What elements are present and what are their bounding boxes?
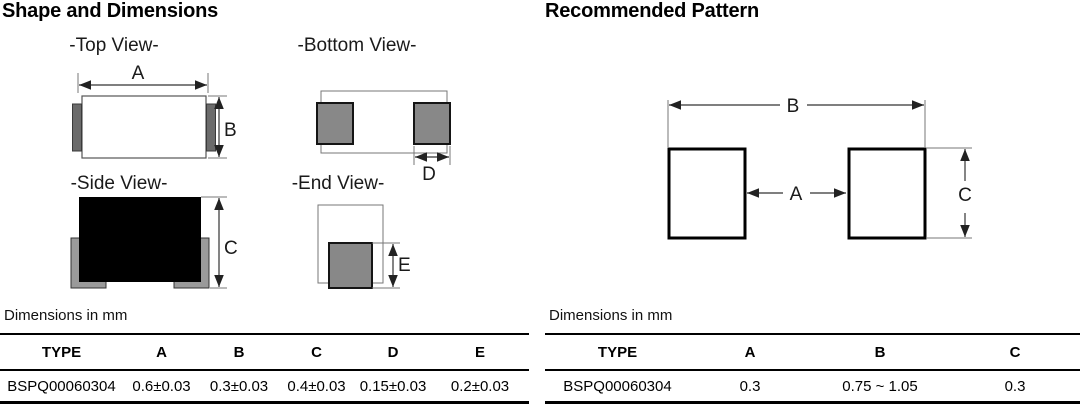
section-title-recommended-pattern: Recommended Pattern bbox=[545, 0, 760, 22]
dim-label-d: D bbox=[422, 164, 436, 185]
table-row: BSPQ00060304 0.3 0.75 ~ 1.05 0.3 bbox=[545, 370, 1080, 403]
table-header-row: TYPE A B C D E bbox=[0, 334, 529, 370]
section-title-shape-and-dimensions: Shape and Dimensions bbox=[2, 0, 219, 22]
cell-type: BSPQ00060304 bbox=[7, 378, 116, 395]
bottom-view-pad-left bbox=[316, 102, 354, 145]
pattern-dim-label-a: A bbox=[790, 184, 803, 205]
dim-label-b: B bbox=[224, 120, 237, 141]
cell-dim-a: 0.6±0.03 bbox=[132, 378, 191, 395]
top-view-terminal-right bbox=[206, 103, 216, 152]
top-view-drawing: -Top View- A B bbox=[69, 35, 237, 159]
side-view-label: -Side View- bbox=[71, 173, 168, 194]
bottom-view-pad-right bbox=[413, 102, 451, 145]
recommended-pattern-table: TYPE A B C BSPQ00060304 0.3 0.75 ~ 1.05 … bbox=[545, 333, 1080, 404]
end-view-pad bbox=[328, 242, 373, 289]
dim-label-e: E bbox=[398, 255, 411, 276]
dim-label-c: C bbox=[224, 238, 238, 259]
dimensions-unit-note-right: Dimensions in mm bbox=[549, 307, 673, 324]
cell-dim-a: 0.3 bbox=[739, 378, 761, 395]
column-header-a: A bbox=[744, 344, 756, 361]
pattern-dim-label-c: C bbox=[958, 185, 972, 206]
pattern-pad-right bbox=[847, 147, 927, 240]
cell-dim-c: 0.4±0.03 bbox=[287, 378, 346, 395]
pattern-dim-label-b: B bbox=[787, 96, 800, 117]
cell-dim-c: 0.3 bbox=[1004, 378, 1026, 395]
pattern-pad-left bbox=[667, 147, 747, 240]
cell-type: BSPQ00060304 bbox=[563, 378, 672, 395]
column-header-b: B bbox=[874, 344, 886, 361]
end-view-drawing: -End View- E bbox=[292, 173, 411, 289]
cell-dim-b: 0.75 ~ 1.05 bbox=[842, 378, 918, 395]
column-header-type: TYPE bbox=[41, 344, 82, 361]
dim-label-a: A bbox=[132, 63, 145, 84]
side-view-drawing: -Side View- C bbox=[70, 173, 238, 289]
shape-dimensions-table: TYPE A B C D E BSPQ00060304 0.6±0.03 0.3… bbox=[0, 333, 529, 404]
column-header-c: C bbox=[311, 344, 322, 361]
column-header-a: A bbox=[156, 344, 167, 361]
table-header-row: TYPE A B C bbox=[545, 334, 1080, 370]
column-header-d: D bbox=[387, 344, 399, 361]
top-view-label: -Top View- bbox=[69, 35, 158, 56]
column-header-type: TYPE bbox=[597, 344, 638, 361]
column-header-e: E bbox=[474, 344, 485, 361]
end-view-label: -End View- bbox=[292, 173, 385, 194]
cell-dim-b: 0.3±0.03 bbox=[209, 378, 269, 395]
top-view-terminal-left bbox=[72, 103, 82, 152]
top-view-body bbox=[81, 95, 207, 159]
dimensions-unit-note-left: Dimensions in mm bbox=[4, 307, 128, 324]
bottom-view-drawing: -Bottom View- D bbox=[298, 35, 451, 185]
cell-dim-e: 0.2±0.03 bbox=[450, 378, 510, 395]
side-view-body bbox=[79, 197, 201, 282]
table-row: BSPQ00060304 0.6±0.03 0.3±0.03 0.4±0.03 … bbox=[0, 370, 529, 403]
recommended-pattern-drawing: B A C bbox=[667, 96, 972, 240]
bottom-view-label: -Bottom View- bbox=[298, 35, 417, 56]
column-header-b: B bbox=[233, 344, 245, 361]
column-header-c: C bbox=[1009, 344, 1021, 361]
cell-dim-d: 0.15±0.03 bbox=[359, 378, 427, 395]
